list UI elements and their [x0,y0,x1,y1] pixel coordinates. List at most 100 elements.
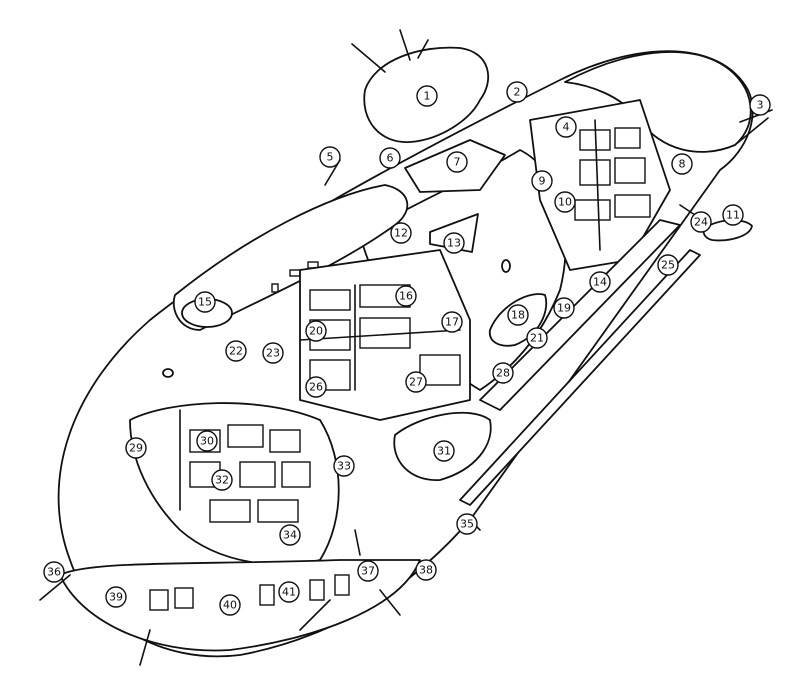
callout-30: 30 [196,430,218,452]
callout-12: 12 [390,222,412,244]
callout-32: 32 [211,469,233,491]
callout-41: 41 [278,581,300,603]
callout-circle [415,559,437,581]
callout-number: 33 [337,460,351,473]
callout-circle [749,94,771,116]
callout-circle [305,376,327,398]
hatch-cover [351,29,489,143]
callout-28: 28 [492,362,514,384]
callout-circle [553,297,575,319]
callout-17: 17 [441,311,463,333]
callout-number: 26 [309,381,323,394]
callout-4: 4 [555,116,577,138]
callout-number: 3 [757,99,764,112]
callout-number: 16 [399,290,413,303]
callout-circle [211,469,233,491]
callout-10: 10 [554,191,576,213]
callout-24: 24 [690,211,712,233]
callout-36: 36 [43,561,65,583]
callout-number: 25 [661,259,675,272]
callout-number: 37 [361,565,375,578]
callout-number: 27 [409,376,423,389]
callout-number: 39 [109,591,123,604]
callout-number: 34 [283,529,297,542]
callout-14: 14 [589,271,611,293]
callout-circle [333,455,355,477]
callout-34: 34 [279,524,301,546]
callout-number: 18 [511,309,525,322]
callout-25: 25 [657,254,679,276]
callout-11: 11 [722,204,744,226]
callout-circle [278,581,300,603]
callout-27: 27 [405,371,427,393]
callout-number: 35 [460,518,474,531]
callout-number: 20 [309,325,323,338]
callout-13: 13 [443,232,465,254]
callout-19: 19 [553,297,575,319]
callout-circle [395,285,417,307]
callout-circle [589,271,611,293]
callout-20: 20 [305,320,327,342]
callout-number: 28 [496,367,510,380]
callout-number: 36 [47,566,61,579]
callout-3: 3 [749,94,771,116]
callout-number: 24 [694,216,708,229]
callout-circle [125,437,147,459]
callout-number: 15 [198,296,212,309]
callout-circle [722,204,744,226]
callout-circle [433,440,455,462]
callout-number: 4 [563,121,570,134]
callout-29: 29 [125,437,147,459]
callout-number: 13 [447,237,461,250]
callout-circle [657,254,679,276]
callout-31: 31 [433,440,455,462]
callout-circle [194,291,216,313]
callout-circle [446,151,468,173]
callout-circle [262,342,284,364]
callout-number: 2 [514,86,521,99]
callout-number: 30 [200,435,214,448]
callout-6: 6 [379,147,401,169]
callout-number: 9 [539,175,546,188]
callout-circle [390,222,412,244]
callout-38: 38 [415,559,437,581]
callout-number: 19 [557,302,571,315]
callout-23: 23 [262,342,284,364]
mid-frame-structure [299,249,471,421]
callout-circle [43,561,65,583]
callout-number: 14 [593,276,607,289]
rear-frame-structure [529,99,671,271]
callout-circle [443,232,465,254]
callout-40: 40 [219,594,241,616]
callout-circle [319,146,341,168]
callout-22: 22 [225,340,247,362]
callout-circle [526,327,548,349]
callout-number: 5 [327,151,334,164]
callout-circle [531,170,553,192]
callout-number: 38 [419,564,433,577]
callout-circle [405,371,427,393]
callout-number: 10 [558,196,572,209]
callout-circle [456,513,478,535]
callout-number: 29 [129,442,143,455]
callout-circle [279,524,301,546]
callout-number: 8 [679,158,686,171]
callout-circle [507,304,529,326]
callout-circle [492,362,514,384]
callout-number: 11 [726,209,740,222]
callout-8: 8 [671,153,693,175]
callout-circle [416,85,438,107]
callout-circle [441,311,463,333]
callout-7: 7 [446,151,468,173]
callout-circle [554,191,576,213]
callout-circle [357,560,379,582]
callout-circle [225,340,247,362]
callout-circle [690,211,712,233]
callout-2: 2 [506,81,528,103]
callout-1: 1 [416,85,438,107]
callout-15: 15 [194,291,216,313]
callout-circle [219,594,241,616]
callout-number: 17 [445,316,459,329]
